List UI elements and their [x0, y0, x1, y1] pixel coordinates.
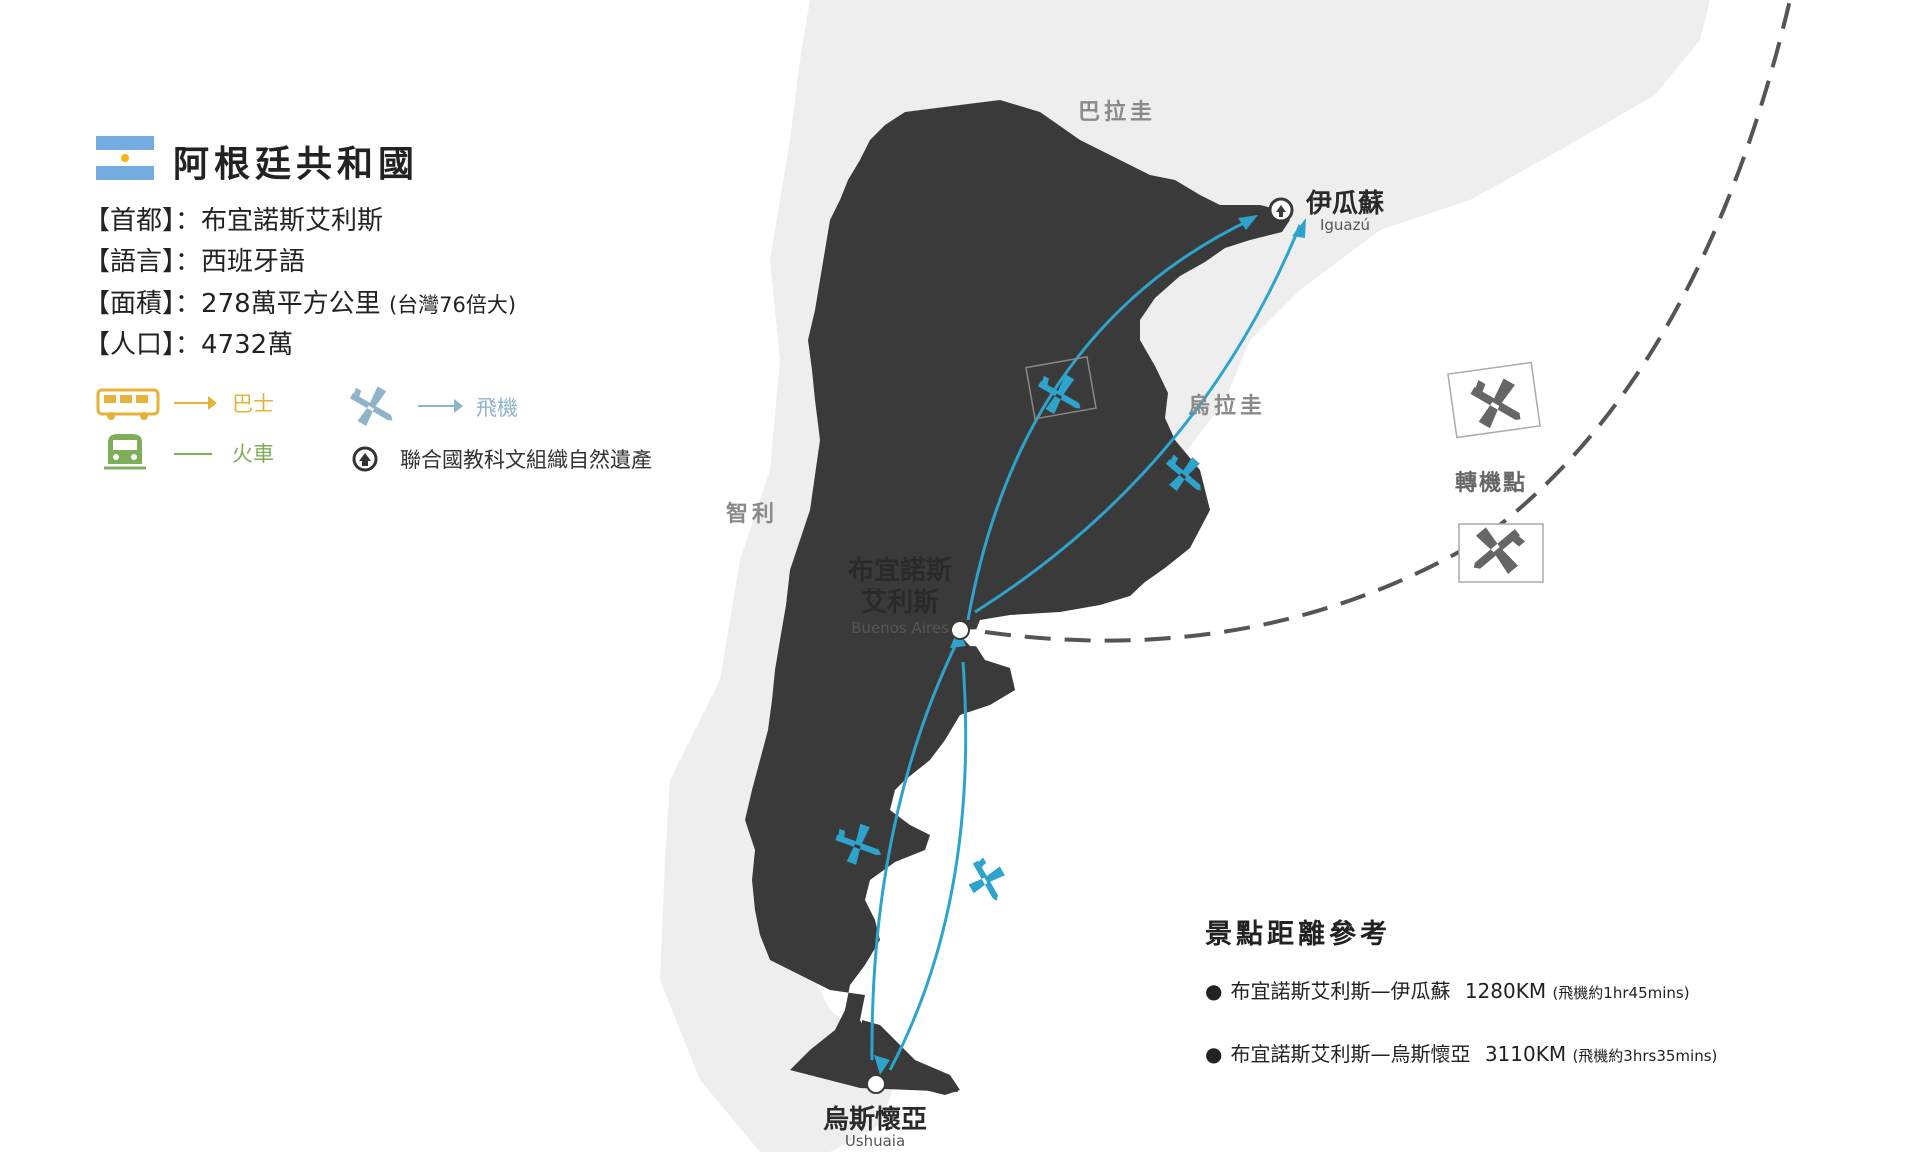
flag-blue-stripe-top [96, 136, 154, 150]
transfer-airplane-2 [1458, 523, 1544, 583]
iguazu-marker [1268, 197, 1294, 223]
airplane-icon [1037, 374, 1081, 415]
info-sep: ： [175, 289, 202, 319]
ushuaia-dot [866, 1074, 886, 1094]
airplane-icon [835, 823, 882, 865]
transfer-airplane-1 [1447, 361, 1541, 439]
flight-routes [870, 218, 1302, 1071]
info-language: 【語言】：西班牙語 [84, 241, 305, 278]
info-sep: ： [175, 206, 202, 236]
argentina-flag [96, 136, 154, 180]
bus-icon [96, 388, 160, 420]
city-en: Buenos Aires [851, 619, 949, 637]
unesco-heritage-icon [352, 446, 378, 472]
legend-unesco-label: 聯合國教科文組織自然遺產 [400, 448, 652, 472]
city-zh: 布宜諾斯 [847, 556, 952, 586]
city-buenos-aires: 布宜諾斯 艾利斯 Buenos Aires [830, 555, 970, 637]
info-population: 【人口】：4732萬 [84, 324, 293, 361]
airplane-icon [349, 386, 393, 427]
legend-train-label: 火車 [232, 442, 274, 466]
city-iguazu: 伊瓜蘇 Iguazú [1295, 188, 1395, 234]
airplane-frame [1025, 355, 1097, 420]
info-label: 【面積】 [84, 289, 176, 319]
city-zh: 烏斯懷亞 [822, 1105, 927, 1135]
page-title: 阿根廷共和國 [173, 144, 420, 185]
info-value: 4732萬 [201, 330, 294, 360]
airplane-icon [968, 857, 1005, 901]
bus-line [174, 402, 212, 404]
info-value: 278萬平方公里 [201, 289, 381, 319]
flag-blue-stripe-bottom [96, 166, 154, 180]
plane-arrow-icon [454, 399, 463, 413]
argentina-shape [745, 100, 1290, 1092]
flag-white-stripe [96, 150, 154, 166]
distance-km: 3110KM [1484, 1042, 1567, 1066]
plane-line [418, 405, 456, 407]
airplane-icon [1165, 454, 1201, 492]
legend: 巴士 火車 飛機 聯合國教科文組織自然遺產 [96, 380, 716, 480]
distance-note: (飛機約3hrs35mins) [1572, 1047, 1718, 1065]
distance-route: 布宜諾斯艾利斯—伊瓜蘇 [1230, 979, 1451, 1003]
flag-sun-icon [121, 154, 129, 162]
label-transfer-point: 轉機點 [1455, 471, 1528, 496]
info-sep: ： [175, 247, 202, 277]
distance-item: ● 布宜諾斯艾利斯—烏斯懷亞 3110KM (飛機約3hrs35mins) [1205, 1038, 1717, 1067]
bullet-icon: ● [1205, 979, 1223, 1003]
info-value: 西班牙語 [201, 247, 306, 277]
legend-bus-label: 巴士 [232, 392, 274, 416]
city-zh: 艾利斯 [860, 588, 939, 618]
distances-title: 景點距離參考 [1205, 919, 1391, 950]
distance-route: 布宜諾斯艾利斯—烏斯懷亞 [1230, 1042, 1471, 1066]
info-label: 【首都】 [84, 206, 176, 236]
city-en: Iguazú [1319, 216, 1371, 234]
distance-km: 1280KM [1464, 979, 1547, 1003]
legend-plane-label: 飛機 [476, 396, 518, 420]
bus-arrow-icon [208, 396, 217, 410]
info-value: 布宜諾斯艾利斯 [201, 206, 384, 236]
info-label: 【語言】 [84, 247, 176, 277]
distance-item: ● 布宜諾斯艾利斯—伊瓜蘇 1280KM (飛機約1hr45mins) [1205, 975, 1690, 1004]
info-capital: 【首都】：布宜諾斯艾利斯 [84, 200, 383, 237]
label-paraguay: 巴拉圭 [1078, 100, 1157, 125]
info-sep: ： [175, 330, 202, 360]
tierra-del-fuego [860, 1020, 960, 1095]
city-ushuaia: 烏斯懷亞 Ushuaia [810, 1104, 940, 1150]
info-area: 【面積】：278萬平方公里 (台灣76倍大) [84, 283, 516, 320]
city-zh: 伊瓜蘇 [1305, 189, 1384, 219]
train-line [174, 453, 212, 455]
label-uruguay: 烏拉圭 [1188, 394, 1267, 419]
city-en: Ushuaia [844, 1132, 906, 1150]
bullet-icon: ● [1205, 1042, 1223, 1066]
info-note: (台灣76倍大) [388, 293, 517, 317]
label-chile: 智利 [726, 502, 779, 527]
rio-de-la-plata [955, 628, 1060, 648]
buenos-aires-dot [950, 620, 970, 640]
info-label: 【人口】 [84, 330, 176, 360]
train-icon [104, 434, 146, 470]
distance-note: (飛機約1hr45mins) [1552, 984, 1690, 1002]
